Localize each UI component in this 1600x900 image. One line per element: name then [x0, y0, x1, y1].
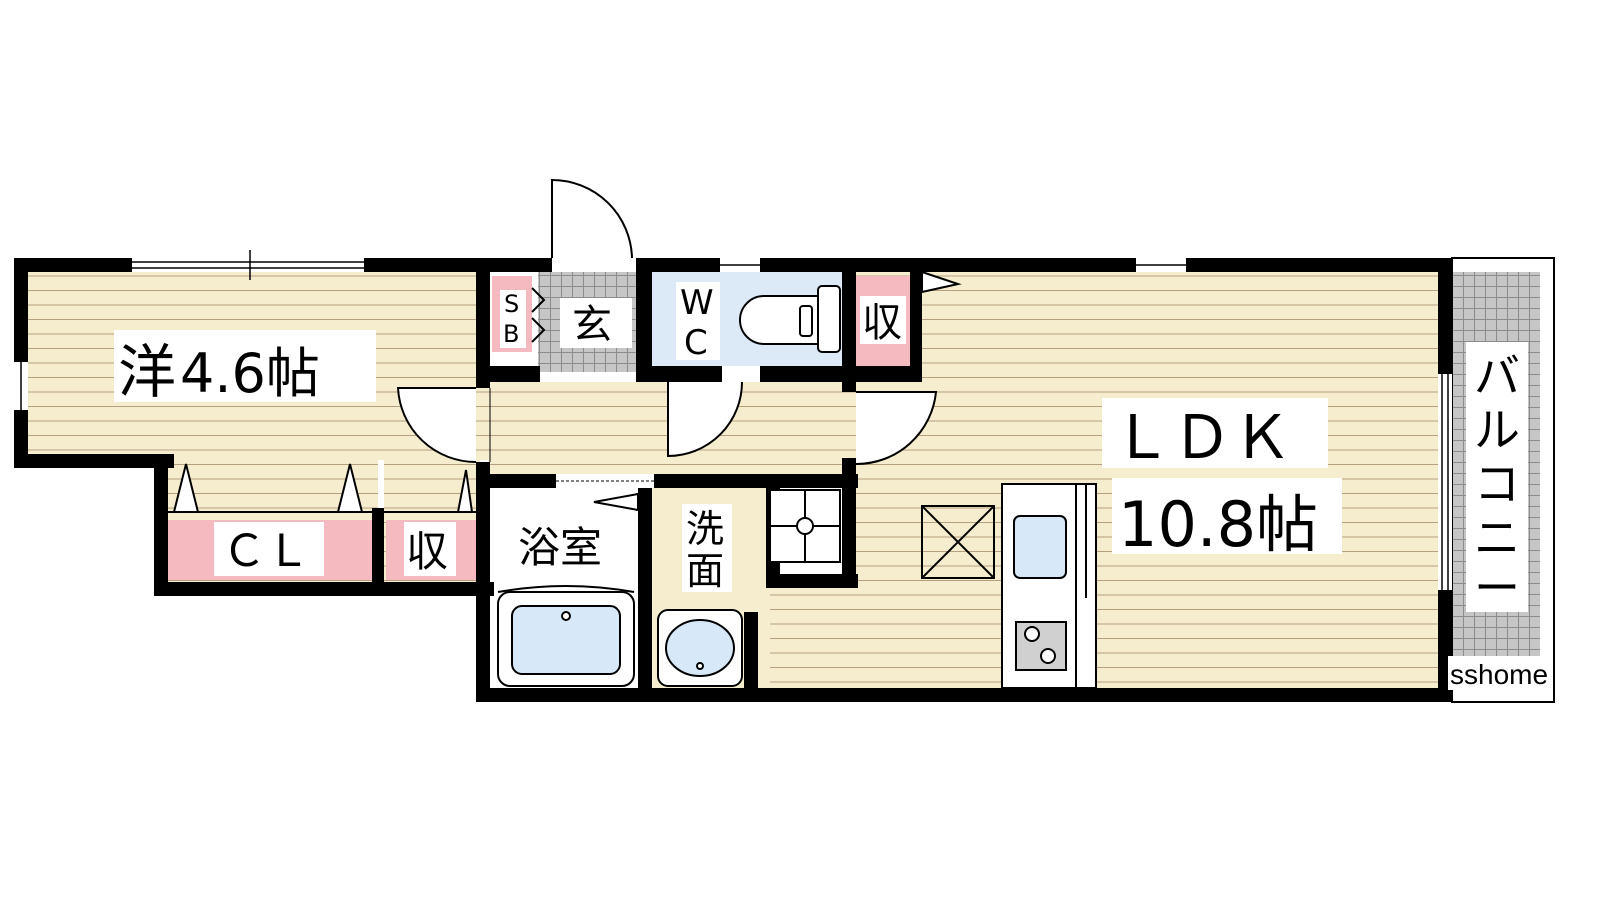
bathroom-label: 浴室: [518, 523, 602, 572]
wall-wc-bottom: [636, 366, 722, 382]
wall-storage-right: [910, 272, 922, 382]
wall-left-bottom: [14, 454, 174, 468]
wall-right-top: [1438, 258, 1452, 374]
washing-machine: [769, 489, 841, 563]
wall-entry-right: [636, 258, 652, 382]
doors: [168, 178, 962, 513]
watermark-label: sshome: [1450, 659, 1548, 690]
entrance-door: [551, 178, 633, 259]
wall-wc-right: [842, 258, 856, 382]
wall-closet-left: [154, 454, 168, 596]
storage-west-label: 収: [406, 527, 448, 576]
balcony-label-5: ー: [1474, 561, 1520, 615]
ldk-name: ＬＤＫ: [1112, 403, 1292, 473]
labels: 洋 4.6帖 ＬＤＫ 10.8帖 玄 S B W C 収 ＣＬ 収 浴室 洗 面: [114, 282, 1552, 690]
wall-west-east: [476, 258, 490, 388]
shoe-box-label-b: B: [503, 320, 519, 348]
bathtub: [497, 585, 635, 687]
hall-door: [667, 381, 743, 458]
kitchen-counter: [1001, 483, 1097, 689]
western-room-name: 洋: [118, 338, 176, 406]
wall-hall-bottom: [476, 474, 858, 488]
wall-stub: [744, 612, 758, 702]
closet-label: ＣＬ: [222, 526, 310, 577]
balcony-label-3: コ: [1474, 457, 1520, 511]
wall-sb-bottom: [476, 366, 540, 382]
fixtures: [489, 285, 1097, 689]
ldk-door: [855, 391, 938, 466]
wall-closet-bottom: [154, 582, 494, 596]
wall-hall-right: [842, 382, 856, 392]
wall-west-east-low: [476, 462, 490, 702]
balcony-label-4: ニ: [1474, 511, 1520, 565]
toilet-fixture: [739, 285, 841, 353]
wall-wash-low: [766, 574, 858, 588]
west-room-door: [396, 387, 477, 464]
fridge-space: [921, 505, 995, 579]
ldk-size: 10.8帖: [1118, 488, 1318, 561]
windows: [14, 250, 1452, 590]
balcony-label-2: ル: [1474, 403, 1520, 457]
entrance-label: 玄: [572, 302, 612, 348]
wall-closet-mid: [372, 508, 384, 594]
western-room-size: 4.6帖: [180, 342, 320, 405]
wall-wc-bottom2: [760, 366, 920, 382]
balcony-label-1: バ: [1474, 349, 1520, 403]
wash-basin: [657, 609, 743, 687]
toilet-label-c: C: [684, 323, 708, 363]
toilet-label-w: W: [680, 283, 714, 323]
ldk-floor-lower: [770, 574, 860, 692]
wall-bath-wash: [638, 488, 652, 702]
shoe-box-label-s: S: [504, 290, 519, 318]
washroom-label-1: 洗: [686, 507, 724, 551]
wall-hall-right2: [842, 458, 856, 588]
storage-ldk-label: 収: [862, 300, 902, 346]
wall-bottom: [476, 688, 1452, 702]
wall-top-mid: [636, 258, 1452, 272]
washroom-label-2: 面: [686, 549, 724, 593]
